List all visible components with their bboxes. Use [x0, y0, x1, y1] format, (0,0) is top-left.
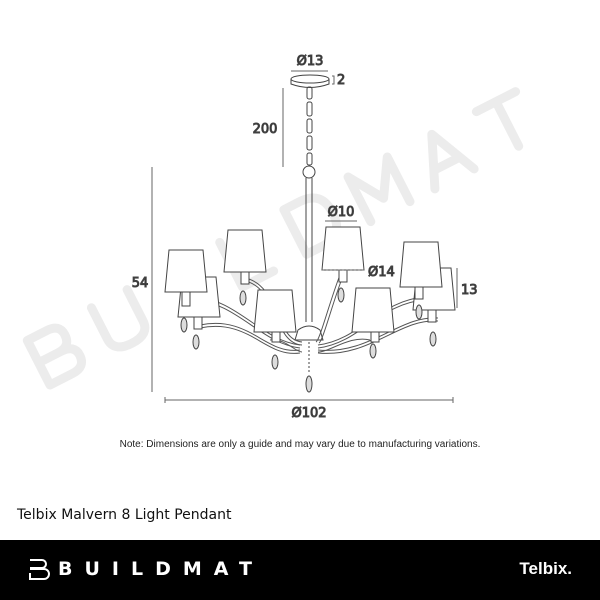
overall-diameter-label: Ø102	[291, 406, 326, 421]
telbix-logo: Telbix.	[519, 559, 572, 578]
chandelier-drawing: Ø13 2 200 54 Ø10 Ø14 13 Ø102	[131, 54, 478, 422]
shade-bottom-diameter-label: Ø14	[368, 265, 395, 280]
dimension-lines	[151, 70, 458, 403]
buildmat-brand: BUILDMAT	[58, 558, 264, 580]
canopy-height-label: 2	[337, 73, 345, 88]
disclaimer-note: Note: Dimensions are only a guide and ma…	[119, 439, 481, 450]
canopy-diameter-label: Ø13	[297, 54, 324, 69]
chain	[302, 86, 316, 179]
shade-height-label: 13	[461, 283, 478, 298]
shades	[164, 226, 456, 333]
shade-diameter-label: Ø10	[328, 205, 355, 220]
canopy	[290, 74, 330, 88]
rod	[305, 178, 313, 322]
hub	[294, 325, 324, 341]
chain-length-label: 200	[253, 122, 278, 137]
crystals	[180, 269, 437, 393]
body-height-label: 54	[132, 276, 149, 291]
product-title: Telbix Malvern 8 Light Pendant	[17, 507, 232, 523]
buildmat-logo-icon	[29, 559, 50, 580]
footer-bar: BUILDMAT Telbix.	[0, 540, 600, 600]
